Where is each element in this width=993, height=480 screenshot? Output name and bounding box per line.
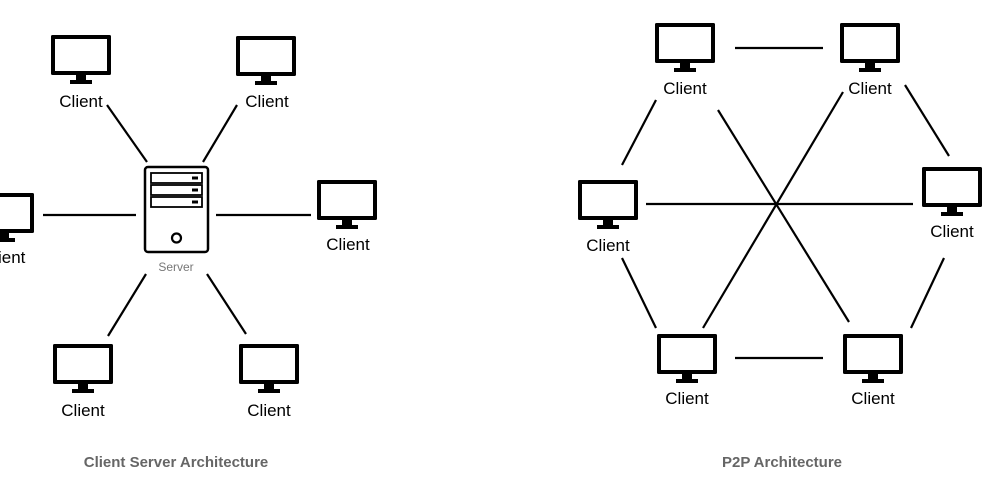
- monitor-icon: [53, 344, 113, 393]
- link-client-top-left: [106, 104, 148, 163]
- server-tower-icon: [143, 165, 210, 254]
- monitor-icon: [922, 167, 982, 216]
- peer-node: Client: [657, 334, 717, 408]
- p2p-caption: P2P Architecture: [722, 454, 842, 471]
- peer-node: Client: [655, 23, 715, 98]
- link-peer-cross-diagonal-b: [702, 91, 844, 329]
- peer-label: Client: [848, 79, 892, 98]
- client-node: Client: [239, 344, 299, 420]
- client-label: Client: [245, 92, 289, 111]
- peer-node: Client: [843, 334, 903, 408]
- p2p-section: Client Client Client Client Client Clien…: [578, 23, 982, 471]
- p2p-connections: [621, 46, 950, 360]
- peer-label: Client: [586, 236, 630, 255]
- server-label: Server: [158, 260, 193, 274]
- client-node: ient: [0, 193, 34, 267]
- peer-label: Client: [663, 79, 707, 98]
- client-node: Client: [317, 180, 377, 254]
- peer-label: Client: [851, 389, 895, 408]
- link-client-top-right: [202, 104, 238, 163]
- peer-label: Client: [930, 222, 974, 241]
- monitor-icon: [840, 23, 900, 72]
- client-label: Client: [59, 92, 103, 111]
- link-peer-cross-diagonal-a: [717, 109, 850, 323]
- peer-node: Client: [578, 180, 638, 255]
- client-node: Client: [53, 344, 113, 420]
- client-node: Client: [236, 36, 296, 111]
- monitor-icon: [843, 334, 903, 383]
- link-peer-right-upper: [904, 84, 950, 157]
- link-client-bottom-right: [206, 273, 247, 335]
- server-node: Server: [143, 165, 210, 274]
- client-label: Client: [61, 401, 105, 420]
- client-server-caption: Client Server Architecture: [84, 454, 269, 471]
- monitor-icon: [239, 344, 299, 393]
- monitor-icon: [0, 193, 34, 242]
- monitor-icon: [578, 180, 638, 229]
- peer-node: Client: [840, 23, 900, 98]
- link-peer-left-upper: [621, 99, 657, 166]
- client-label: Client: [326, 235, 370, 254]
- link-peer-right-lower: [910, 257, 945, 329]
- monitor-icon: [655, 23, 715, 72]
- link-peer-left-lower: [621, 257, 657, 329]
- client-label: Client: [247, 401, 291, 420]
- client-server-connections: [43, 104, 311, 337]
- peer-node: Client: [922, 167, 982, 241]
- link-client-bottom-left: [107, 273, 147, 337]
- monitor-icon: [317, 180, 377, 229]
- client-label: ient: [0, 248, 26, 267]
- client-server-section: Server Client Client ient Client Clie: [0, 35, 377, 471]
- monitor-icon: [657, 334, 717, 383]
- client-node: Client: [51, 35, 111, 111]
- peer-label: Client: [665, 389, 709, 408]
- monitor-icon: [236, 36, 296, 85]
- monitor-icon: [51, 35, 111, 84]
